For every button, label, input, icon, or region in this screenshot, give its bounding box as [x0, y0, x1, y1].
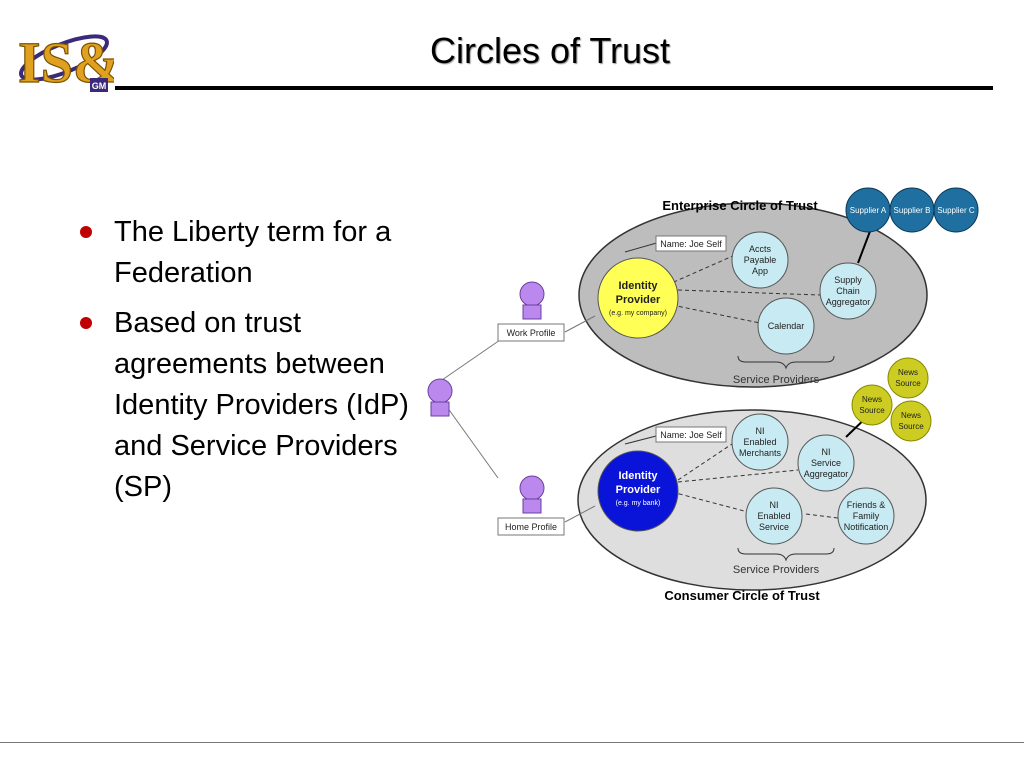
enterprise-name-tag: Name: Joe Self — [660, 239, 722, 249]
enterprise-service-providers-label: Service Providers — [733, 374, 820, 386]
logo-badge: GM — [92, 81, 107, 91]
iss-gm-logo: IS&S GM — [17, 29, 114, 95]
ni-enabled-merchants-node — [731, 413, 789, 471]
diagram-label: Service — [759, 522, 789, 532]
supply-chain-aggregator-node — [819, 262, 877, 320]
bullet-list: The Liberty term for a Federation Based … — [80, 212, 460, 517]
footer-divider — [0, 742, 1024, 743]
diagram-label: Friends & — [847, 500, 886, 510]
news-source-node — [851, 384, 893, 426]
diagram-label: News — [898, 368, 918, 377]
bullet-item: The Liberty term for a Federation — [80, 212, 460, 294]
consumer-circle-title: Consumer Circle of Trust — [664, 588, 820, 603]
diagram-label: NI — [770, 500, 779, 510]
diagram-label: Source — [859, 406, 885, 415]
bullet-dot-icon — [80, 226, 92, 238]
diagram-label: NI — [756, 426, 765, 436]
user-person-icon — [427, 378, 453, 417]
supplier-c-node — [933, 187, 979, 233]
home-person-icon — [519, 475, 545, 514]
diagram-label: Payable — [744, 255, 777, 265]
diagram-label: Identity — [618, 470, 658, 482]
circles-of-trust-diagram: Enterprise Circle of Trust Consumer Circ… — [427, 187, 979, 603]
diagram-label: App — [752, 266, 768, 276]
diagram-label: Family — [853, 511, 880, 521]
news-source-node — [887, 357, 929, 399]
consumer-name-tag: Name: Joe Self — [660, 430, 722, 440]
diagram-label: Supplier C — [937, 206, 975, 215]
diagram-label: Supplier A — [850, 206, 887, 215]
diagram-label: Aggregator — [826, 297, 871, 307]
diagram-label: Enabled — [743, 437, 776, 447]
home-profile-label: Home Profile — [505, 522, 557, 532]
diagram-label: Supply — [834, 275, 862, 285]
consumer-service-providers-label: Service Providers — [733, 564, 820, 576]
diagram-label: (e.g. my company) — [609, 310, 667, 317]
diagram-label: Accts — [749, 244, 772, 254]
diagram-label: Provider — [616, 484, 661, 496]
work-person-icon — [519, 281, 545, 320]
diagram-label: Merchants — [739, 448, 782, 458]
diagram-label: News — [862, 395, 882, 404]
enterprise-identity-provider — [597, 257, 679, 339]
page-title: Circles of Trust — [429, 30, 671, 71]
ni-service-aggregator-node — [797, 434, 855, 492]
title-divider — [115, 86, 993, 90]
work-profile-label: Work Profile — [507, 328, 556, 338]
diagram-label: News — [901, 411, 921, 420]
bullet-item: Based on trust agreements between Identi… — [80, 303, 460, 508]
diagram-label: NI — [822, 447, 831, 457]
accts-payable-node — [731, 231, 789, 289]
diagram-label: Source — [898, 422, 924, 431]
diagram-label: Service — [811, 458, 841, 468]
diagram-label: Supplier B — [894, 206, 931, 215]
consumer-identity-provider — [597, 450, 679, 532]
friends-family-notification-node — [837, 487, 895, 545]
diagram-label: Provider — [616, 294, 661, 306]
diagram-label: Chain — [836, 286, 860, 296]
bullet-dot-icon — [80, 317, 92, 329]
diagram-label: Calendar — [768, 321, 805, 331]
diagram-label: Notification — [844, 522, 889, 532]
diagram-label: Source — [895, 379, 921, 388]
ni-enabled-service-node — [745, 487, 803, 545]
diagram-label: Aggregator — [804, 469, 849, 479]
enterprise-circle-title: Enterprise Circle of Trust — [662, 198, 818, 213]
diagram-label: (e.g. my bank) — [616, 500, 661, 507]
diagram-label: Enabled — [757, 511, 790, 521]
news-source-node — [890, 400, 932, 442]
diagram-label: Identity — [618, 280, 658, 292]
calendar-node — [757, 297, 815, 355]
